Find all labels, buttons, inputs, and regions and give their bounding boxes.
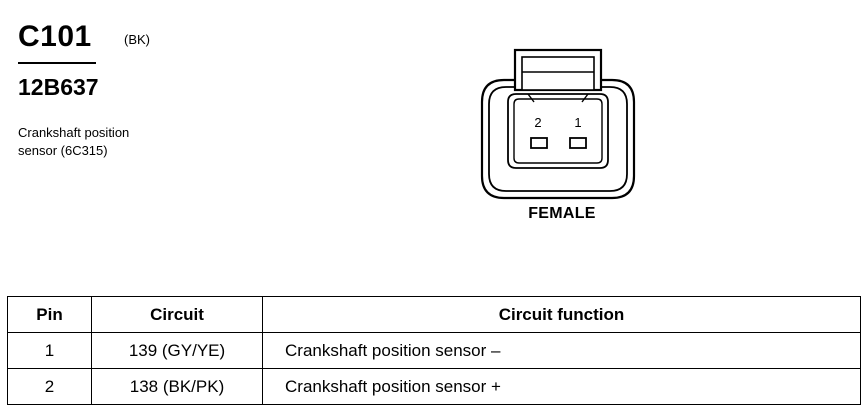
connector-outer-shell [480, 78, 636, 200]
connector-gender-label: FEMALE [528, 205, 596, 222]
lock-tab-inner [521, 56, 595, 91]
cell-pin: 2 [7, 368, 92, 405]
table-row: 1 139 (GY/YE) Crankshaft position sensor… [7, 332, 861, 369]
header-pin: Pin [7, 296, 92, 333]
title-rule [18, 62, 96, 64]
cavity-key-right [581, 93, 589, 103]
connector-face-diagram: 2 1 [480, 48, 636, 200]
cell-function: Crankshaft position sensor – [262, 332, 861, 369]
cell-function: Crankshaft position sensor + [262, 368, 861, 405]
header-circuit: Circuit [91, 296, 263, 333]
connector-description: Crankshaft position sensor (6C315) [18, 124, 218, 160]
cell-circuit: 138 (BK/PK) [91, 368, 263, 405]
pin-cavity-outline [507, 93, 609, 169]
cavity-key-left [527, 93, 535, 103]
description-line-2: sensor (6C315) [18, 143, 108, 158]
description-line-1: Crankshaft position [18, 125, 130, 140]
cell-pin: 1 [7, 332, 92, 369]
table-row: 2 138 (BK/PK) Crankshaft position sensor… [7, 368, 861, 405]
header-circuit-function: Circuit function [262, 296, 861, 333]
connector-id: C101 [18, 20, 92, 53]
pin-terminal-1 [569, 137, 587, 149]
cell-circuit: 139 (GY/YE) [91, 332, 263, 369]
pin-cavity-inner [513, 98, 603, 164]
pin-label-2: 2 [534, 115, 541, 130]
table-header-row: Pin Circuit Circuit function [7, 296, 861, 333]
pin-table: Pin Circuit Circuit function 1 139 (GY/Y… [7, 296, 861, 405]
pin-terminal-2 [530, 137, 548, 149]
connector-inner-shell [488, 86, 628, 192]
connector-color-code: (BK) [124, 32, 150, 47]
pin-label-1: 1 [574, 115, 581, 130]
part-number: 12B637 [18, 74, 99, 100]
